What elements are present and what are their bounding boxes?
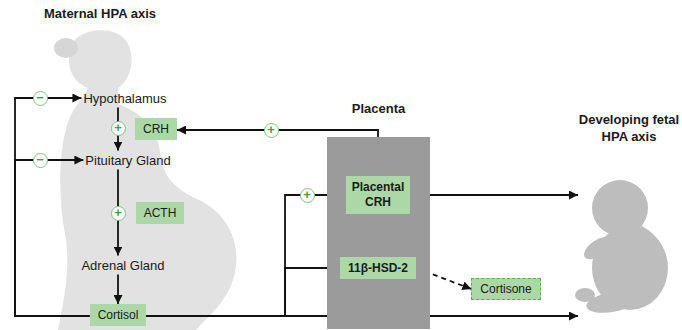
- node-text: Cortisol: [98, 308, 139, 322]
- hair-bun: [54, 38, 78, 58]
- regulation-sign: +: [300, 188, 315, 203]
- connector-arrow: [146, 268, 340, 316]
- mother-silhouette: [58, 30, 237, 330]
- regulation-sign: −: [33, 153, 48, 168]
- node-text: Developing fetal HPA axis: [578, 112, 680, 146]
- fetal-axis: Developing fetal HPA axis: [578, 112, 680, 322]
- metabolite-box: Cortisone: [471, 278, 540, 300]
- regulation-sign: +: [111, 206, 126, 221]
- node-text: Hypothalamus: [83, 91, 166, 106]
- regulation-sign: −: [33, 91, 48, 106]
- hormone-box: ACTH: [136, 202, 185, 224]
- connector-arrow: [117, 275, 119, 305]
- regulation-sign: +: [111, 121, 126, 136]
- hormone-box: Placental CRH: [346, 176, 410, 214]
- node-text: Adrenal Gland: [81, 258, 164, 273]
- node-text: Placental CRH: [350, 180, 406, 210]
- enzyme-box: 11β-HSD-2: [340, 257, 416, 279]
- node-text: 11β-HSD-2: [348, 261, 408, 275]
- connector-arrow: [15, 98, 90, 316]
- regulation-sign: +: [264, 123, 279, 138]
- node-text: Placenta: [327, 99, 430, 116]
- placenta-region: PlacentaPlacental CRH 11β-HSD-2: [327, 99, 430, 329]
- node-text: ACTH: [144, 206, 177, 220]
- hormone-box: CRH: [135, 118, 177, 140]
- node-text: Cortisone: [480, 282, 531, 296]
- connector-arrow: [410, 194, 578, 196]
- gland-name: Pituitary Gland: [83, 151, 172, 170]
- connector-arrow: [15, 160, 90, 316]
- hormone-box: Cortisol: [90, 304, 147, 326]
- gland-name: Adrenal Gland: [79, 256, 166, 275]
- node-text: Pituitary Gland: [85, 153, 170, 168]
- fetus-silhouette: [575, 180, 668, 316]
- node-text: CRH: [143, 122, 169, 136]
- brain-region: Hypothalamus: [81, 89, 168, 108]
- placenta-tissue: [327, 137, 430, 329]
- section-heading: Maternal HPA axis: [40, 6, 160, 23]
